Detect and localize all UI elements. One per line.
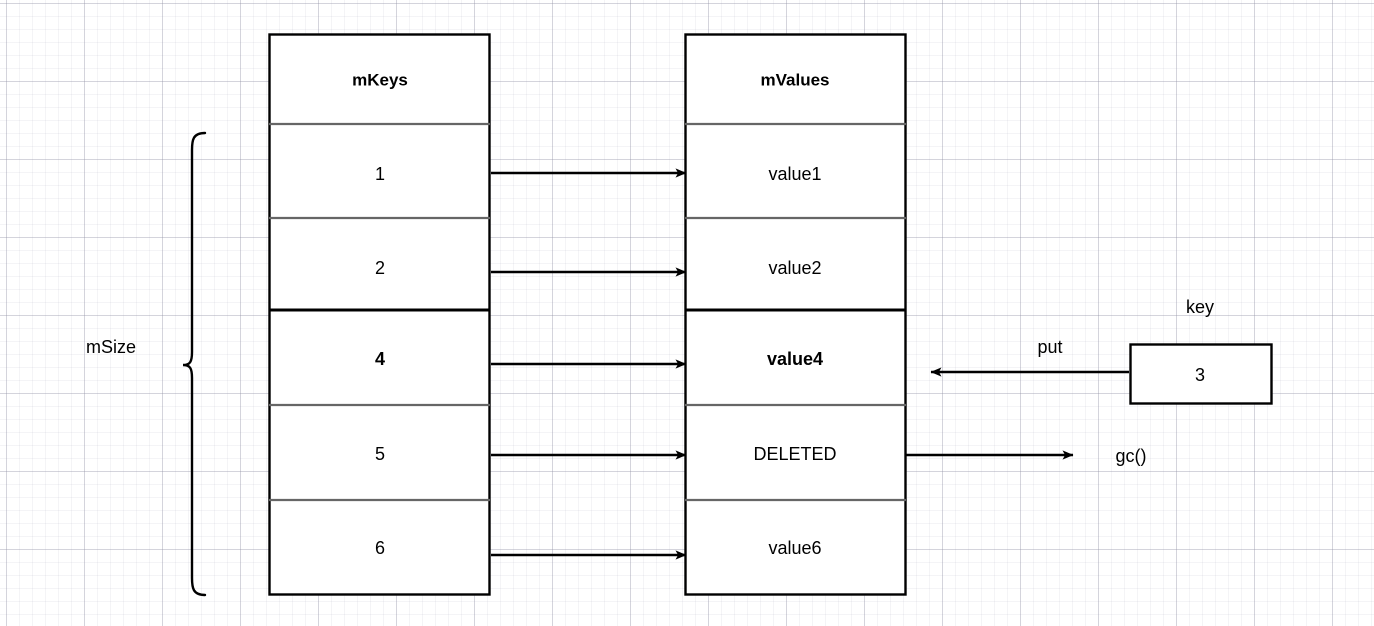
mkeys-cell-3: 5 — [374, 444, 386, 464]
key-label: key — [1185, 297, 1215, 317]
mkeys-cell-2: 4 — [374, 349, 386, 369]
mvalues-table-outline — [684, 33, 907, 596]
mkeys-table-outline — [268, 33, 491, 596]
mvalues-cell-3: DELETED — [753, 444, 837, 464]
msize-label: mSize — [85, 337, 137, 357]
msize-brace — [182, 131, 207, 597]
mkeys-cell-1: 2 — [374, 258, 386, 278]
put-label: put — [1037, 337, 1063, 357]
key-value: 3 — [1194, 365, 1206, 385]
gc-label: gc() — [1115, 446, 1147, 466]
mkeys-header-label: mKeys — [352, 70, 408, 90]
mkeys-cell-4: 6 — [374, 538, 386, 558]
mvalues-cell-1: value2 — [768, 258, 822, 278]
mvalues-cell-4: value6 — [768, 538, 822, 558]
key-box — [1129, 343, 1273, 405]
mvalues-cell-0: value1 — [768, 164, 822, 184]
mkeys-cell-0: 1 — [374, 164, 386, 184]
mvalues-header-label: mValues — [760, 70, 830, 90]
mvalues-cell-2: value4 — [766, 349, 824, 369]
